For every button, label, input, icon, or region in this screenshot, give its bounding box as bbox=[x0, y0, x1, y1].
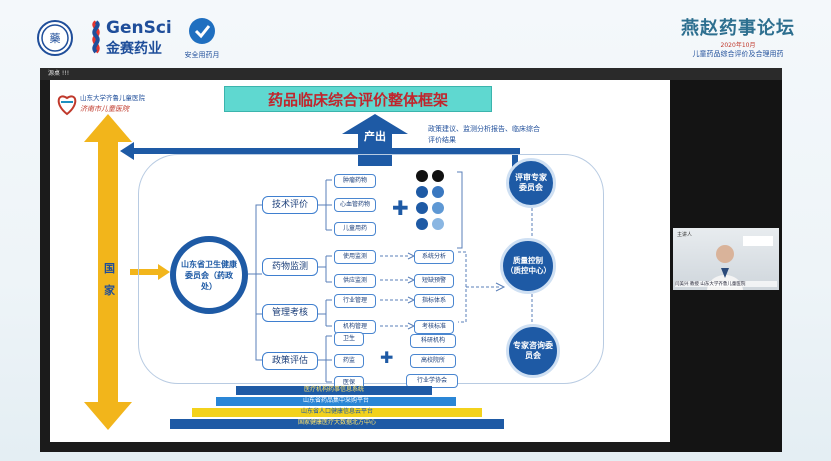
item-drug-admin: 药监 bbox=[334, 354, 364, 368]
circle-connectors bbox=[531, 208, 533, 324]
heart-logo-icon bbox=[57, 95, 77, 116]
platform-bar-1: 医疗机构药事信息系统 bbox=[236, 386, 432, 395]
framework-outline bbox=[138, 154, 604, 384]
output-indicator-system: 指标体系 bbox=[414, 294, 454, 308]
category-drug-monitor: 药物监测 bbox=[262, 258, 318, 276]
item-supply-monitor: 供应监测 bbox=[334, 274, 376, 288]
top-left-arrow bbox=[120, 142, 520, 160]
safe-medication-label: 安全用药月 bbox=[184, 51, 220, 59]
quality-control-label: 质量控制（质控中心） bbox=[506, 256, 551, 275]
review-expert-label: 评审专家委员会 bbox=[515, 173, 547, 192]
forum-logo: 燕赵药事论坛 2020年10月 儿童药品综合评价及合理用药 bbox=[668, 14, 808, 64]
gensci-mark-icon bbox=[92, 20, 100, 54]
category-tech-eval: 技术评价 bbox=[262, 196, 318, 214]
commission-circle: 山东省卫生健康委员会（药政处） bbox=[170, 236, 248, 314]
review-expert-committee: 评审专家委员会 bbox=[506, 158, 556, 208]
plus-icon-2: ✚ bbox=[380, 348, 394, 367]
forum-title: 燕赵药事论坛 bbox=[681, 18, 795, 39]
consult-expert-committee: 专家咨询委员会 bbox=[506, 324, 560, 378]
platform-bar-4: 国家健康医疗大数据北方中心 bbox=[170, 419, 504, 429]
country-label: 国家 bbox=[104, 262, 115, 297]
item-usage-monitor: 使用监测 bbox=[334, 250, 376, 264]
consult-expert-label: 专家咨询委员会 bbox=[513, 341, 553, 360]
category-policy-eval: 政策评估 bbox=[262, 352, 318, 370]
output-associations: 行业学协会 bbox=[406, 374, 458, 388]
university-emblem-icon: 藥 bbox=[41, 24, 69, 52]
category-management: 管理考核 bbox=[262, 304, 318, 322]
hospital-logo: 山东大学齐鲁儿童医院 济南市儿童医院 bbox=[56, 88, 166, 120]
dot-grid-icon bbox=[416, 170, 444, 230]
tree-connectors bbox=[248, 179, 332, 383]
gensci-logo: GenSci 金赛药业 bbox=[88, 18, 172, 58]
output-research-inst: 科研机构 bbox=[410, 334, 456, 348]
university-logo: 藥 bbox=[37, 20, 73, 56]
pill-shield-icon bbox=[189, 18, 215, 44]
dashed-arrows bbox=[380, 252, 416, 330]
output-system-analysis: 系统分析 bbox=[414, 250, 454, 264]
gensci-brand-en: GenSci bbox=[106, 18, 172, 38]
output-shortage-alert: 短缺预警 bbox=[414, 274, 454, 288]
platform-bar-3: 山东省人口健康信息云平台 bbox=[192, 408, 482, 417]
window-title: 源桌 !!! bbox=[48, 70, 70, 77]
country-double-arrow bbox=[84, 114, 132, 430]
item-industry-mgmt: 行业管理 bbox=[334, 294, 376, 308]
item-pediatric: 儿童用药 bbox=[334, 222, 376, 236]
output-assessment-std: 考核标准 bbox=[414, 320, 454, 334]
speaker-name-tag: 主讲人 bbox=[677, 232, 693, 238]
dot-grid-bracket bbox=[457, 171, 463, 249]
hospital-name-2: 济南市儿童医院 bbox=[80, 105, 129, 113]
forum-date: 2020年10月 bbox=[720, 42, 756, 49]
output-description: 政策建议、监测分析报告、临床综合评价结果 bbox=[428, 125, 540, 144]
platform-bar-2: 山东省药品集中采购平台 bbox=[216, 397, 456, 406]
hospital-name: 山东大学齐鲁儿童医院 bbox=[80, 94, 145, 102]
to-quality-arrows bbox=[458, 251, 506, 323]
quality-control-center: 质量控制（质控中心） bbox=[500, 238, 556, 294]
window-titlebar: 源桌 !!! bbox=[40, 68, 782, 80]
plus-icon: ✚ bbox=[392, 196, 409, 220]
safe-medication-logo: 安全用药月 bbox=[180, 16, 224, 60]
slide-title: 药品临床综合评价整体框架 bbox=[224, 86, 492, 112]
svg-text:藥: 藥 bbox=[50, 32, 61, 45]
speaker-caption: 闫美兴 教授 山东大学齐鲁儿童医院 bbox=[675, 281, 777, 287]
gensci-brand-cn: 金赛药业 bbox=[106, 41, 162, 57]
country-right-arrow bbox=[130, 264, 170, 280]
speaker-video[interactable]: 主讲人 闫美兴 教授 山东大学齐鲁儿童医院 bbox=[673, 228, 779, 290]
item-cardiovascular: 心血管药物 bbox=[334, 198, 376, 212]
forum-subtitle: 儿童药品综合评价及合理用药 bbox=[692, 50, 784, 58]
commission-label: 山东省卫生健康委员会（药政处） bbox=[181, 259, 237, 291]
item-oncology: 肿瘤药物 bbox=[334, 174, 376, 188]
output-universities: 高校院所 bbox=[410, 354, 456, 368]
item-health: 卫生 bbox=[334, 332, 364, 346]
output-label: 产出 bbox=[364, 130, 386, 143]
